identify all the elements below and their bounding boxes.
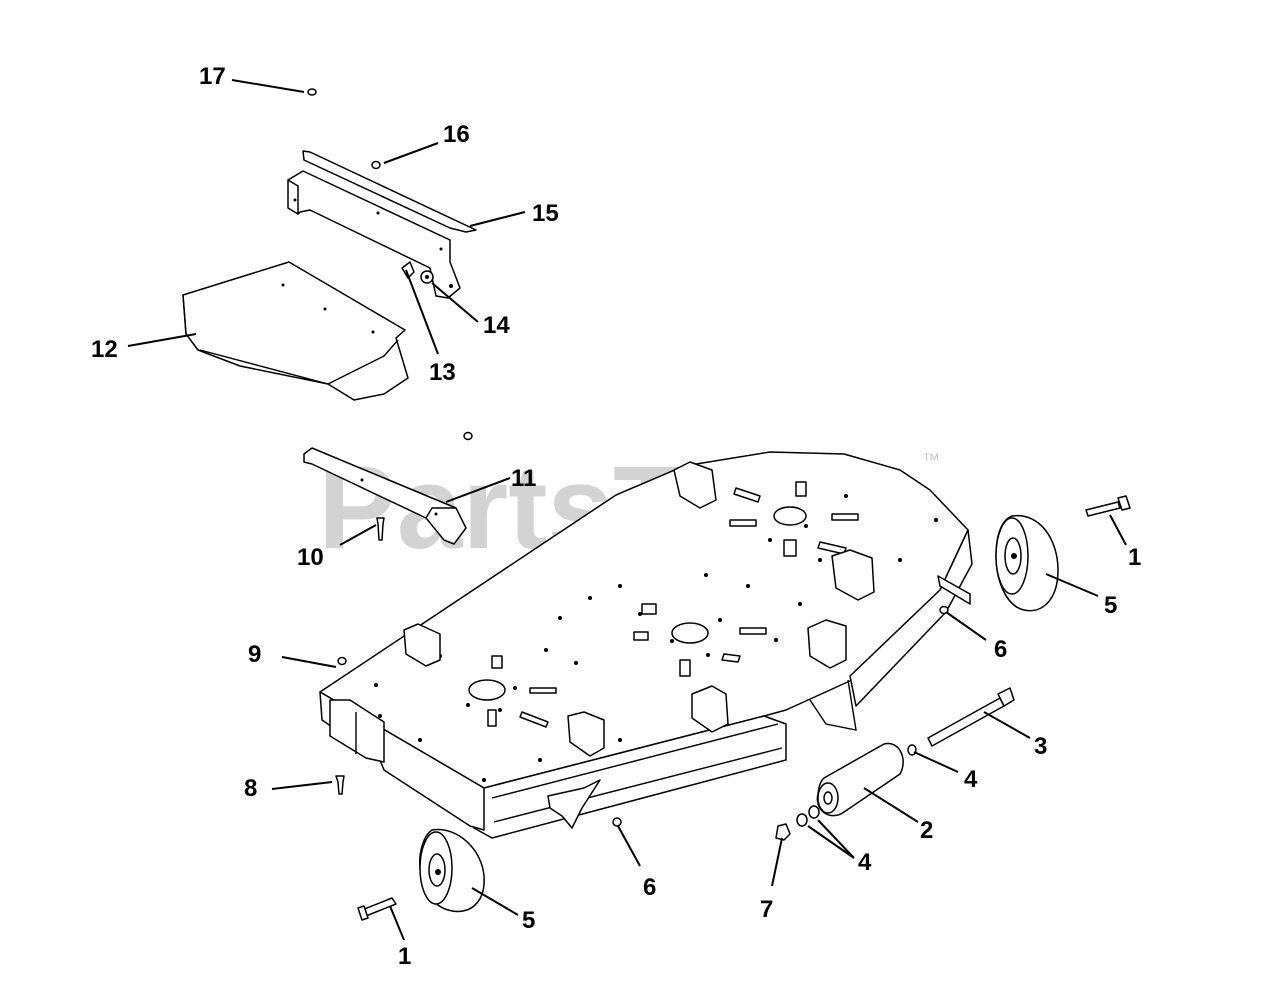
callout-4-right: 4 — [964, 766, 978, 793]
callout-17: 17 — [199, 63, 226, 90]
part-14-washer — [420, 270, 434, 284]
callout-2: 2 — [920, 817, 933, 844]
callout-5-left: 5 — [522, 907, 535, 934]
callout-4-left: 4 — [858, 849, 872, 876]
part-10-bolt — [376, 517, 385, 541]
callout-10: 10 — [297, 544, 324, 571]
part-11-bracket — [303, 447, 467, 545]
part-11-nut — [463, 431, 473, 441]
part-9-nut — [337, 656, 347, 666]
callout-16: 16 — [443, 121, 470, 148]
callout-1-left: 1 — [398, 943, 411, 970]
callout-12: 12 — [91, 336, 118, 363]
callout-11: 11 — [511, 465, 536, 492]
part-1-bolt-left — [357, 897, 397, 921]
callout-3: 3 — [1034, 733, 1047, 760]
part-2-roller — [816, 742, 904, 817]
callout-6-front: 6 — [643, 874, 656, 901]
part-3-bolt — [927, 687, 1015, 747]
part-1-bolt-right — [1085, 495, 1131, 517]
callout-14: 14 — [483, 312, 510, 339]
part-5-wheel-right — [995, 514, 1059, 612]
leader-lines — [127, 79, 1127, 941]
callouts: 17 16 15 14 13 12 11 10 9 8 6 6 5 5 1 1 … — [91, 63, 1141, 970]
part-6-nut-front — [612, 817, 622, 827]
callout-9: 9 — [248, 641, 261, 668]
part-17-nut — [307, 88, 317, 96]
part-7-nut — [775, 823, 791, 841]
part-6-nut-right — [939, 605, 949, 615]
callout-6-right: 6 — [994, 636, 1007, 663]
part-5-wheel-left — [419, 828, 485, 913]
callout-1-right: 1 — [1128, 544, 1141, 571]
part-4-washer-right — [907, 744, 917, 756]
mower-deck — [319, 451, 973, 839]
callout-8: 8 — [244, 775, 257, 802]
part-4-washers-left — [796, 805, 820, 827]
callout-15: 15 — [532, 200, 559, 227]
part-15-bracket — [287, 150, 477, 299]
part-16-nut — [371, 160, 381, 170]
part-8-bolt — [335, 775, 345, 795]
callout-13: 13 — [429, 359, 456, 386]
callout-5-right: 5 — [1104, 592, 1117, 619]
watermark-trademark: ™ — [922, 450, 940, 470]
part-12-cover — [182, 261, 409, 401]
callout-7: 7 — [760, 896, 773, 923]
part-13-pin — [401, 261, 415, 279]
